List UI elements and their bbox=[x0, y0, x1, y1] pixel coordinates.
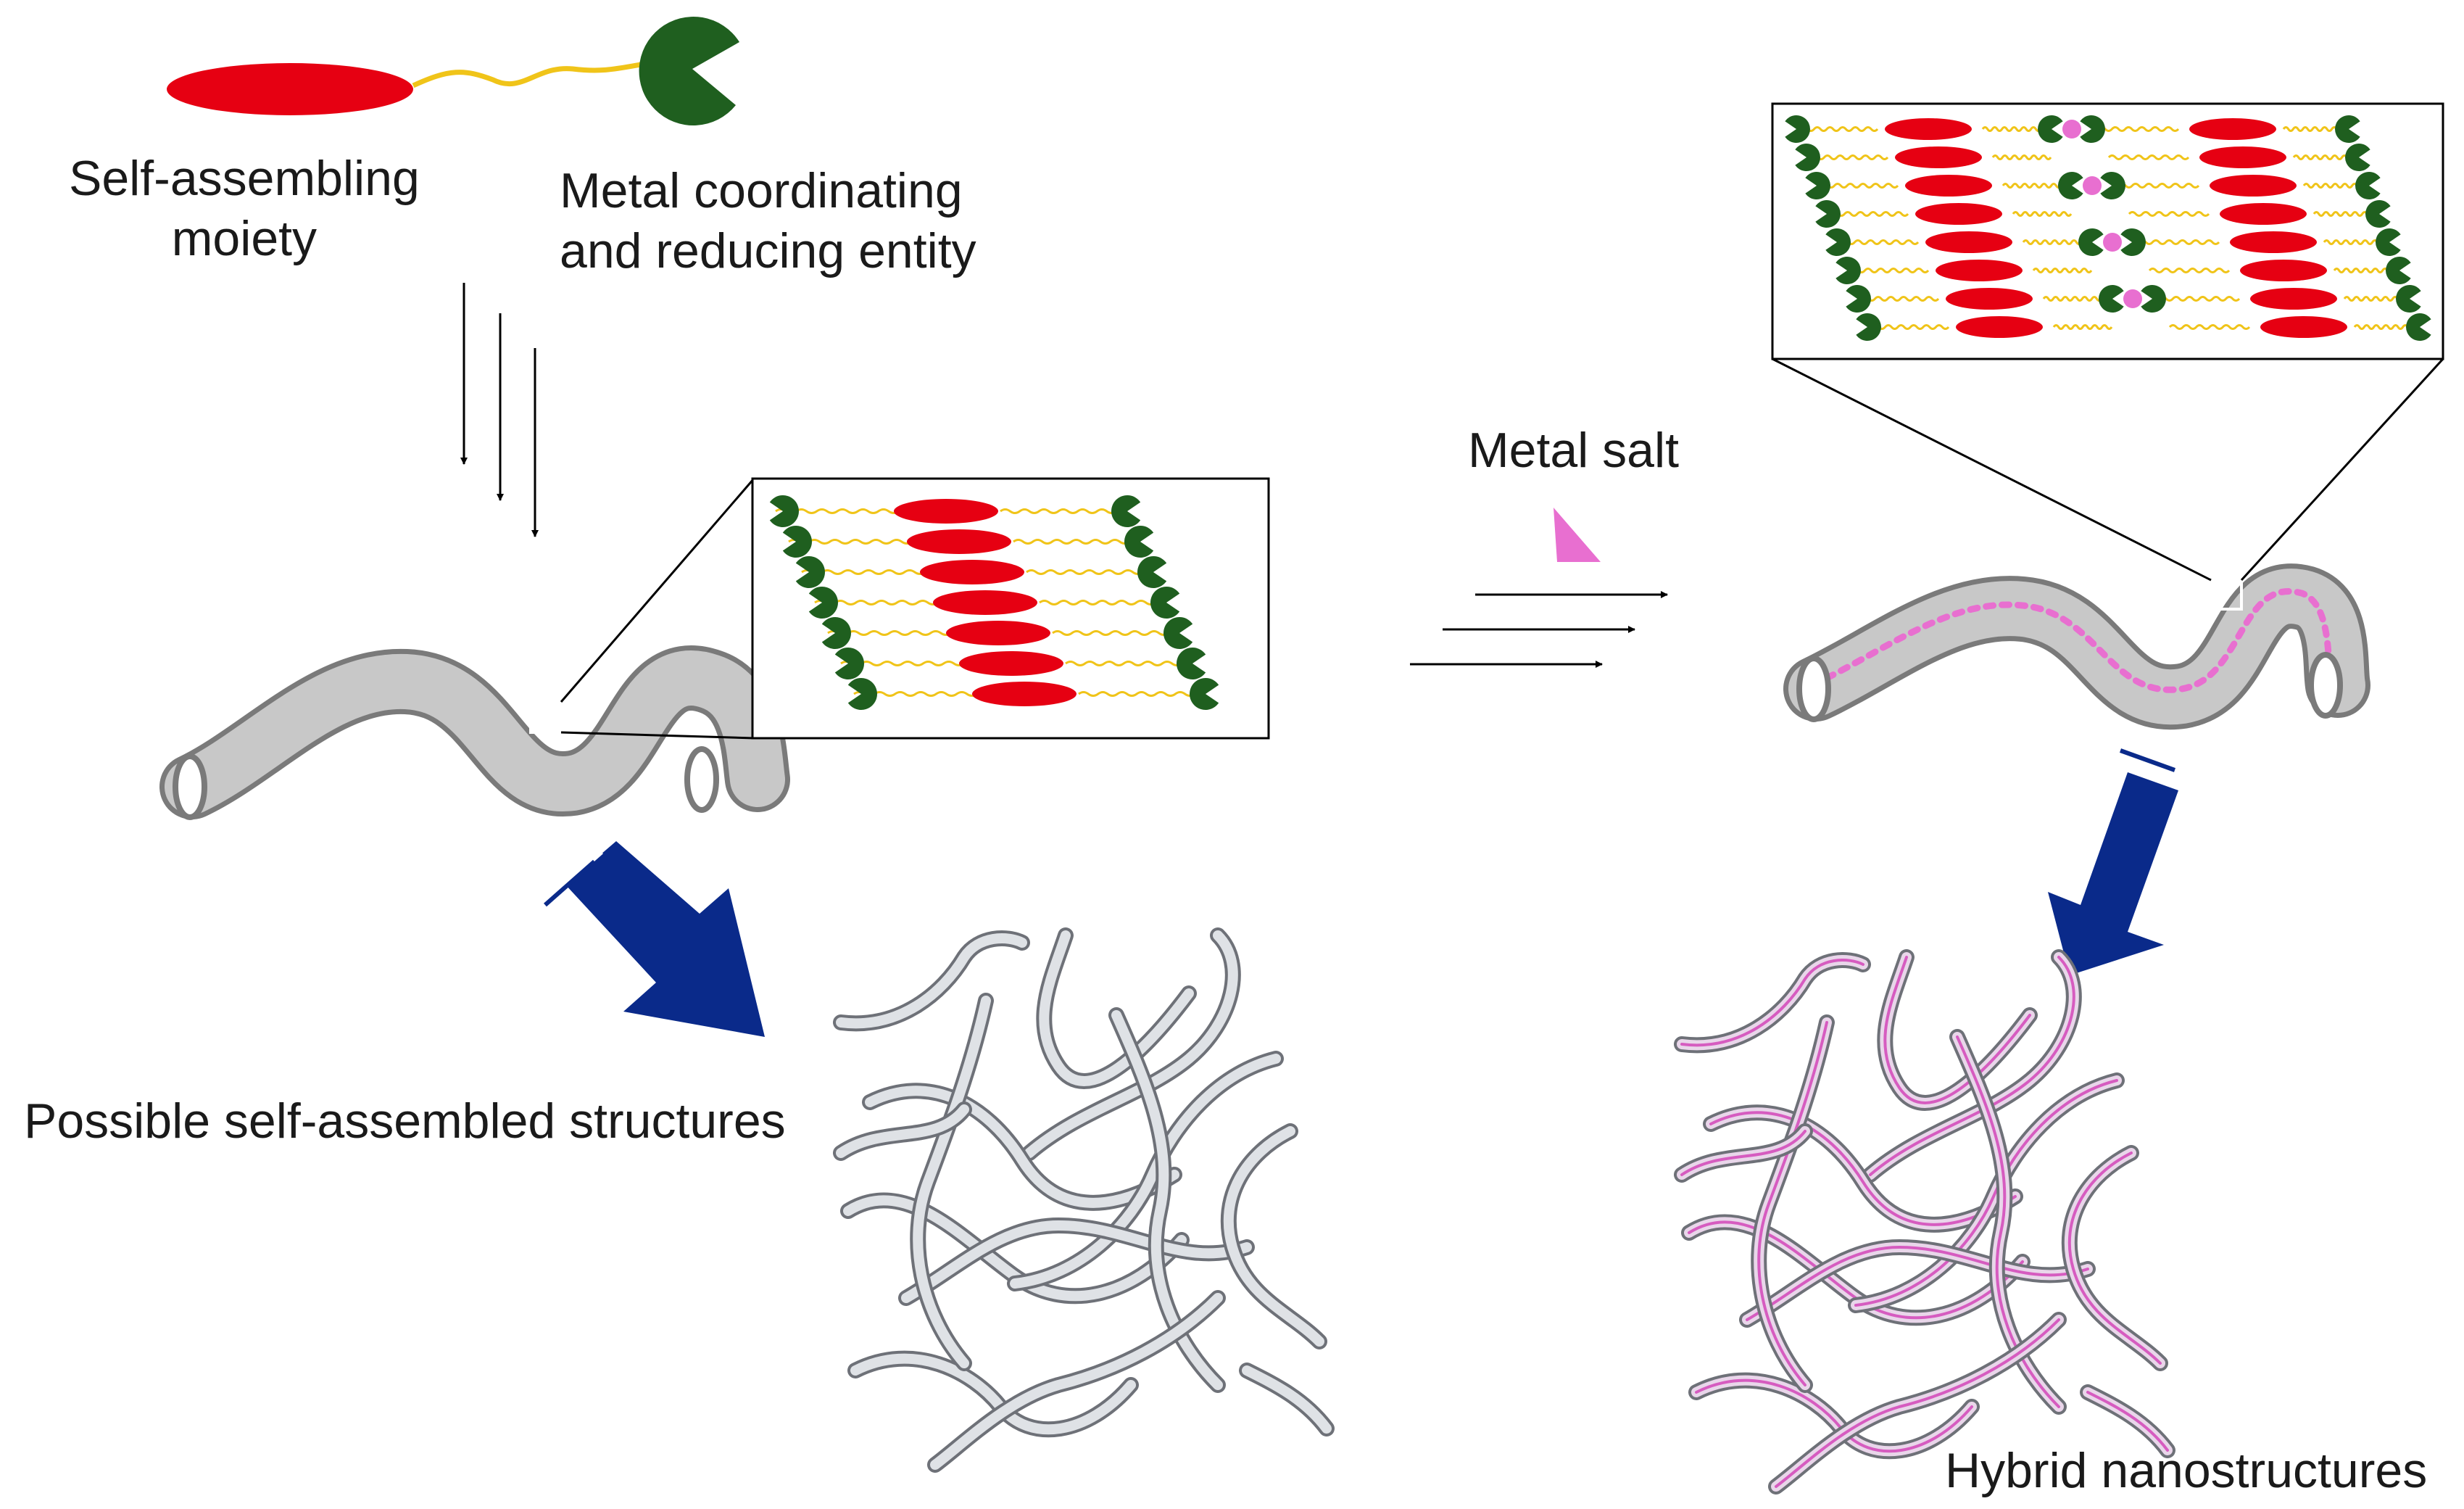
nanotube-left bbox=[159, 645, 790, 820]
possible-structures-label: Possible self-assembled structures bbox=[24, 1093, 786, 1149]
big-arrow-right bbox=[2048, 748, 2178, 975]
self-assembling-moiety-ellipse bbox=[167, 63, 413, 115]
right-arrows bbox=[1410, 591, 1668, 668]
zoom-lines-right bbox=[1772, 357, 2444, 582]
zoom-region-marker-right bbox=[2210, 577, 2243, 611]
metal-coordinating-pacman bbox=[639, 16, 739, 125]
inset-box-left bbox=[751, 477, 1270, 740]
inset-box-right bbox=[1771, 102, 2444, 360]
zoom-lines-left bbox=[560, 478, 755, 740]
pink-wedge-icon bbox=[1554, 508, 1601, 562]
molecule-icon bbox=[167, 16, 739, 125]
metal-dots-row bbox=[1823, 588, 2334, 693]
hybrid-nanostructures-label: Hybrid nanostructures bbox=[1945, 1443, 2428, 1498]
fiber-network-grey bbox=[833, 927, 1335, 1473]
fiber-network-hybrid bbox=[1674, 949, 2175, 1494]
metal-coordinating-label: Metal coordinating and reducing entity bbox=[560, 163, 976, 278]
nanotube-right bbox=[1783, 563, 2370, 730]
metal-salt-label: Metal salt bbox=[1468, 423, 1679, 478]
zoom-region-marker bbox=[529, 700, 563, 734]
down-arrows bbox=[460, 283, 539, 537]
big-arrow-left bbox=[544, 841, 765, 1037]
self-assembling-moiety-label: Self-assembling moiety bbox=[69, 151, 420, 266]
linker-chain bbox=[412, 61, 646, 88]
